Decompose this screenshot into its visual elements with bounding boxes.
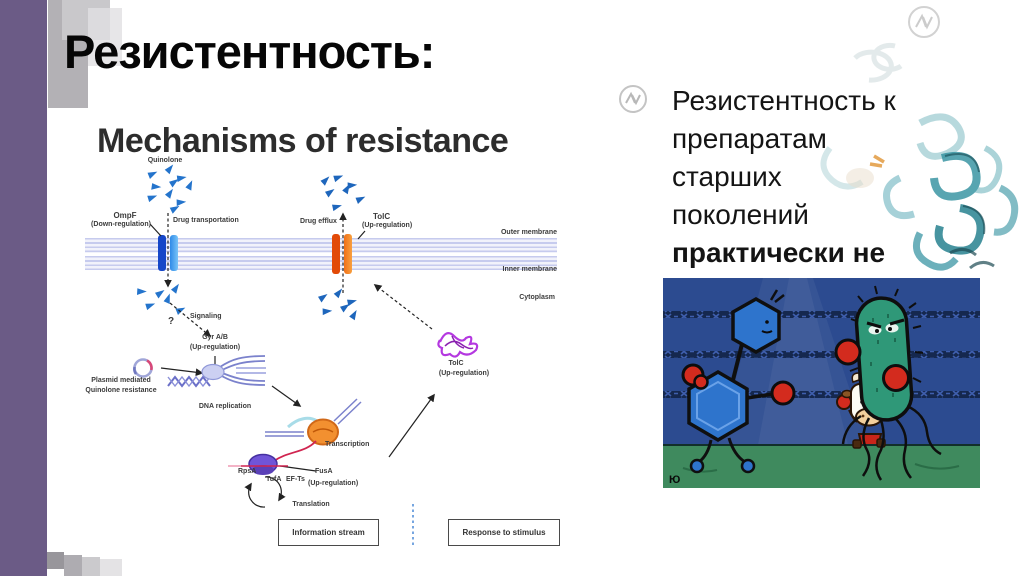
outer-membrane-band xyxy=(85,238,557,253)
label-ompf: OmpF xyxy=(113,211,137,220)
dna-replication-fork xyxy=(167,355,266,388)
decoration-square xyxy=(64,555,82,576)
label-plasmid-1: Plasmid mediated xyxy=(91,377,151,384)
transcription-complex xyxy=(265,398,362,462)
label-drug-efflux: Drug efflux xyxy=(300,218,337,225)
protein-ribbon-background-image xyxy=(820,42,1019,271)
ompf-channel-icon xyxy=(170,235,178,271)
boxing-cartoon-image: Ю xyxy=(663,278,980,488)
label-ef-ts: EF-Ts xyxy=(286,476,305,483)
page-title: Резистентность: xyxy=(64,25,435,78)
decoration-square xyxy=(82,557,100,576)
bacterium-boxer xyxy=(834,285,942,481)
bullet-text-line: старших xyxy=(672,161,782,192)
label-gyr-ab-sub: (Up-regulation) xyxy=(189,344,241,351)
tolc-channel-icon xyxy=(332,234,340,274)
label-transcription: Transcription xyxy=(325,441,370,448)
ring-ropes xyxy=(663,311,980,398)
label-tufa: TufA xyxy=(266,476,282,483)
diagram-title: Mechanisms of resistance xyxy=(97,122,509,160)
quinolone-molecules-top-left xyxy=(145,164,197,215)
quinolone-molecules-cytoplasm-left xyxy=(134,283,186,317)
label-tolc-top: TolC xyxy=(373,212,391,221)
plasmid-icon xyxy=(133,358,153,378)
label-question-mark: ? xyxy=(168,316,175,327)
label-tolc-top-sub: (Up-regulation) xyxy=(362,222,413,229)
bullet-text-line: Резистентность к xyxy=(672,85,896,116)
label-quinolone: Quinolone xyxy=(147,157,183,164)
decoration-square xyxy=(100,559,122,576)
inner-membrane-band xyxy=(85,256,557,270)
label-cytoplasm: Cytoplasm xyxy=(519,294,555,301)
bullet-text-bold-line: практически не xyxy=(672,237,886,268)
brand-logo-icon xyxy=(908,6,940,38)
response-to-stimulus-box: Response to stimulus xyxy=(448,519,560,546)
antibiotic-molecule-boxer: Ю xyxy=(669,289,796,486)
decoration-square xyxy=(88,8,122,66)
diagram-graphics xyxy=(133,164,479,548)
quinolone-molecules-top-right xyxy=(320,173,366,214)
label-translation: Translation xyxy=(292,501,330,508)
label-drug-transportation: Drug transportation xyxy=(173,217,239,224)
bullet-text: Резистентность к препаратам старших поко… xyxy=(672,82,958,272)
label-gyr-ab: Gyr A/B xyxy=(202,334,228,341)
label-plasmid-2: Quinolone resistance xyxy=(85,387,157,394)
svg-text:Ю: Ю xyxy=(669,474,680,486)
label-ompf-sub: (Down-regulation) xyxy=(91,221,151,228)
label-fusa: FusA xyxy=(315,468,333,475)
left-accent-bar xyxy=(0,0,47,576)
label-rpsa: RpsA xyxy=(238,468,257,475)
label-dna-replication: DNA replication xyxy=(198,403,252,410)
label-signaling: Signaling xyxy=(190,313,222,320)
label-inner-membrane: Inner membrane xyxy=(502,266,557,273)
label-tolc-bottom-sub: (Up-regulation) xyxy=(438,370,490,377)
label-tolc-bottom: TolC xyxy=(448,360,464,367)
ompf-channel-icon xyxy=(158,235,166,271)
tolc-channel-icon xyxy=(344,234,352,274)
bullet-logo-icon xyxy=(619,85,647,113)
bullet-text-line: препаратам xyxy=(672,123,827,154)
information-stream-box: Information stream xyxy=(278,519,379,546)
quinolone-molecules-cytoplasm-right xyxy=(318,288,361,322)
bullet-text-line: поколений xyxy=(672,199,809,230)
ring-floor xyxy=(663,445,980,488)
mechanisms-diagram: Mechanisms of resistance xyxy=(60,110,600,570)
label-fusa-sub: (Up-regulation) xyxy=(308,480,359,487)
tolc-protein-icon xyxy=(437,332,479,358)
label-outer-membrane: Outer membrane xyxy=(500,229,557,236)
decoration-square xyxy=(47,552,64,569)
